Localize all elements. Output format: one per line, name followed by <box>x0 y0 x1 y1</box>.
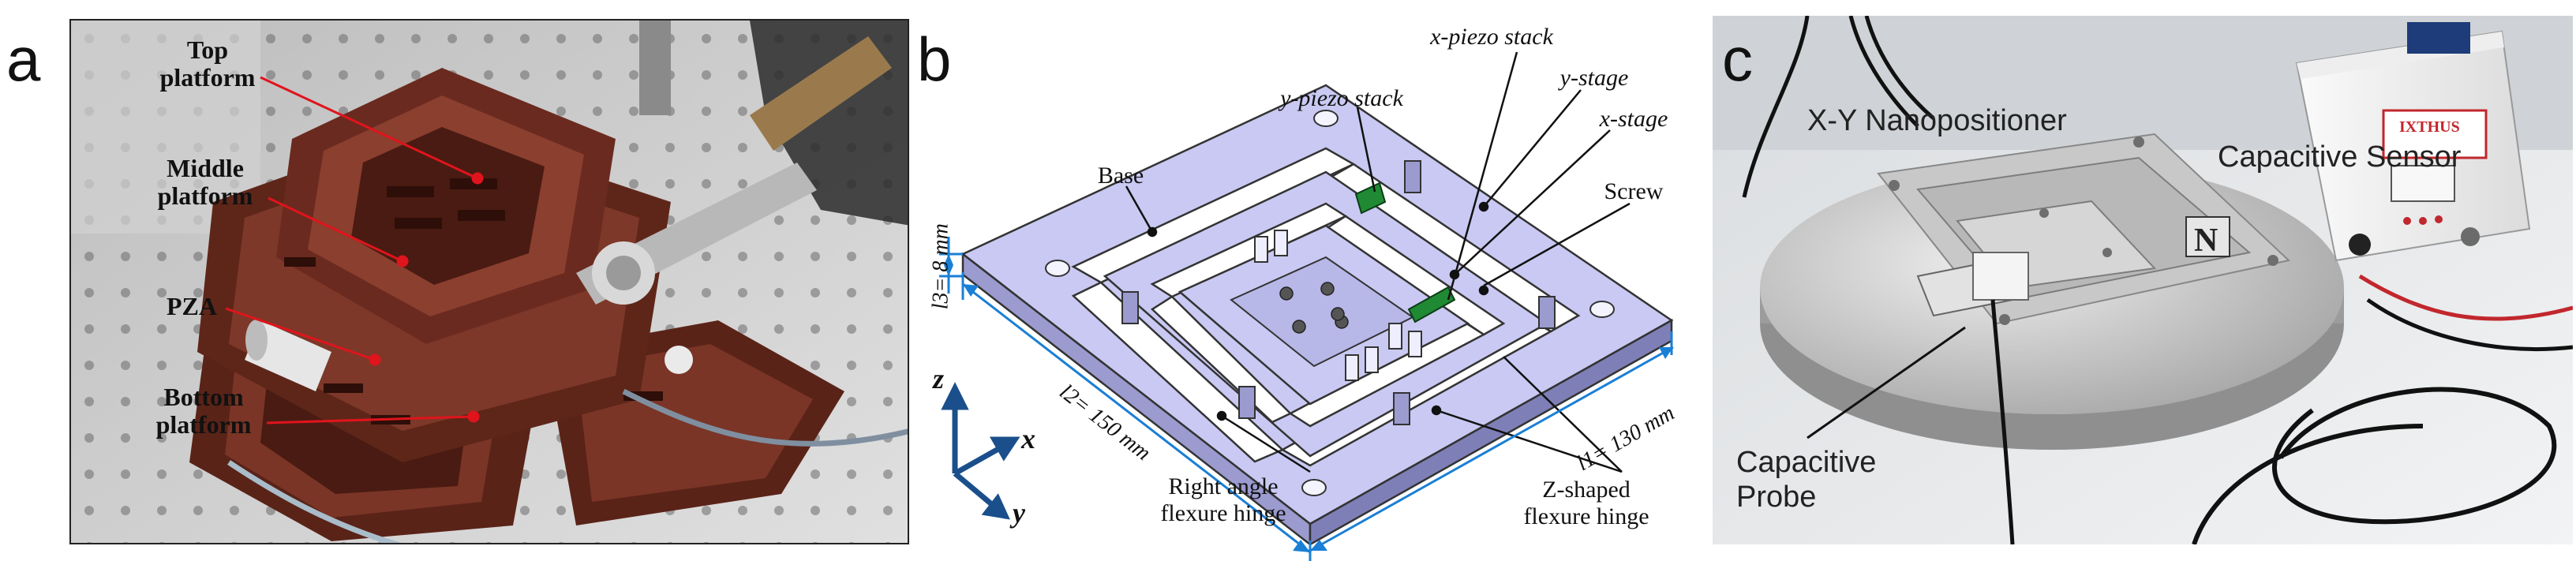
label-xy-nanopositioner: X-Y Nanopositioner <box>1807 104 2067 137</box>
label-z-shaped-line2: flexure hinge <box>1523 503 1649 529</box>
label-middle-platform-line2: platform <box>157 181 253 211</box>
label-y-stage: y-stage <box>1547 65 1642 92</box>
label-z-shaped-hinge: Z-shaped flexure hinge <box>1468 477 1705 529</box>
panel-b: b <box>915 0 1705 561</box>
label-capacitive-probe: Capacitive Probe <box>1736 446 1876 514</box>
leader-pza <box>225 307 376 361</box>
leader-y-stage <box>1483 89 1582 208</box>
label-z-shaped-line1: Z-shaped <box>1542 477 1631 503</box>
leader-x-piezo <box>1447 51 1518 301</box>
label-x-stage-text: x-stage <box>1599 106 1668 132</box>
x-piezo-stack <box>1407 286 1456 324</box>
label-middle-platform: Middle platform <box>142 154 268 211</box>
label-x-piezo-stack: x-piezo stack <box>1389 24 1594 50</box>
axis-label-x: x <box>1021 423 1035 454</box>
leader-bottom-platform <box>266 415 474 424</box>
leader-middle-platform <box>268 196 403 263</box>
label-bottom-platform: Bottom platform <box>140 383 267 439</box>
panel-a-photo-art <box>71 21 908 543</box>
xyz-axes <box>941 382 1020 520</box>
panel-letter-a: a <box>6 24 41 94</box>
label-top-platform: Top platform <box>156 36 259 92</box>
sensor-brand-text: IXTHUS <box>2399 118 2460 136</box>
screws <box>1279 282 1349 334</box>
panel-c-photo: N IXTHUS X <box>1713 16 2573 544</box>
label-right-angle-line1: Right angle <box>1168 473 1279 499</box>
label-y-piezo-stack: y-piezo stack <box>1239 85 1444 112</box>
axis-label-z: z <box>932 363 944 395</box>
label-x-stage: x-stage <box>1586 106 1681 133</box>
label-right-angle-hinge: Right angle flexure hinge <box>1105 473 1342 526</box>
leader-z-shaped-2 <box>1503 356 1623 473</box>
leader-z-shaped-1 <box>1436 409 1623 473</box>
mounting-holes <box>1045 110 1615 496</box>
panel-a: a <box>0 0 915 561</box>
label-pza: PZA <box>167 292 217 320</box>
leader-y-piezo <box>1356 107 1376 193</box>
axis-label-y: y <box>1013 497 1025 529</box>
label-capacitive-probe-line1: Capacitive <box>1736 446 1877 479</box>
panel-letter-b: b <box>917 24 952 94</box>
label-y-piezo-stack-text: y-piezo stack <box>1280 85 1403 111</box>
leader-base <box>1125 185 1154 233</box>
label-screw: Screw <box>1604 178 1664 204</box>
label-x-piezo-stack-text: x-piezo stack <box>1430 24 1553 50</box>
panel-a-annotation-lines <box>225 76 484 424</box>
dimension-lines <box>939 237 1674 561</box>
panel-c: N IXTHUS X <box>1705 0 2576 561</box>
svg-text:N: N <box>2194 223 2218 259</box>
label-top-platform-line2: platform <box>159 63 256 92</box>
leader-screw <box>1483 202 1631 287</box>
label-middle-platform-line1: Middle <box>167 154 244 182</box>
flexure-stage-drawing <box>939 51 1674 561</box>
leader-right-angle <box>1221 414 1311 473</box>
label-right-angle-line2: flexure hinge <box>1160 499 1286 526</box>
label-capacitive-probe-line2: Probe <box>1736 480 1817 514</box>
label-capacitive-sensor: Capacitive Sensor <box>2218 140 2462 174</box>
leader-top-platform <box>260 76 478 180</box>
panel-letter-c: c <box>1722 24 1753 94</box>
label-l3: l3= 8 mm <box>928 223 953 310</box>
panel-c-photo-art: N IXTHUS <box>1713 16 2573 544</box>
label-base: Base <box>1097 163 1144 189</box>
panel-a-photo: Top platform Middle platform PZA Bottom … <box>69 19 909 544</box>
label-bottom-platform-line2: platform <box>155 410 252 439</box>
label-y-stage-text: y-stage <box>1559 65 1629 91</box>
leader-x-stage <box>1454 129 1611 275</box>
label-top-platform-line1: Top <box>186 36 229 64</box>
label-bottom-platform-line1: Bottom <box>163 383 244 411</box>
y-piezo-stack <box>1354 181 1387 215</box>
